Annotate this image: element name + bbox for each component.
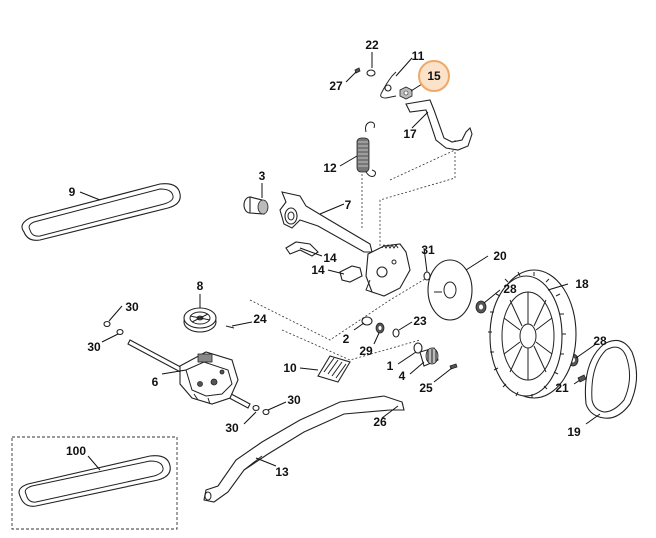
callout-6[interactable]: 6 <box>152 375 159 389</box>
plate-10[interactable] <box>317 355 351 383</box>
callout-18[interactable]: 18 <box>575 277 589 291</box>
callout-26[interactable]: 26 <box>373 415 387 429</box>
callout-28-right[interactable]: 28 <box>593 334 607 348</box>
key-24[interactable] <box>225 325 235 329</box>
washer-30-b[interactable] <box>116 328 124 336</box>
callout-25[interactable]: 25 <box>419 381 433 395</box>
washer-23[interactable] <box>392 328 400 338</box>
bearing-28-left[interactable] <box>475 300 487 314</box>
drive-belt-9[interactable] <box>21 183 181 241</box>
callout-27[interactable]: 27 <box>329 79 343 93</box>
callout-12[interactable]: 12 <box>323 161 337 175</box>
callout-19[interactable]: 19 <box>567 425 581 439</box>
callout-23[interactable]: 23 <box>413 314 427 328</box>
callout-8[interactable]: 8 <box>197 279 204 293</box>
pulley-8[interactable] <box>183 307 217 333</box>
washer-30-a[interactable] <box>103 320 111 328</box>
callout-labels: 22 11 27 15 17 12 3 7 9 14 14 31 20 28 1… <box>66 38 607 479</box>
washer-30-c[interactable] <box>252 404 260 412</box>
washer-30-d[interactable] <box>262 408 270 416</box>
bushing-2[interactable] <box>361 316 373 326</box>
callout-1[interactable]: 1 <box>387 359 394 373</box>
leader-lines <box>79 52 601 471</box>
callout-29[interactable]: 29 <box>359 344 373 358</box>
callout-13[interactable]: 13 <box>275 465 289 479</box>
washer-22[interactable] <box>366 69 376 77</box>
callout-100[interactable]: 100 <box>66 444 86 458</box>
callout-14-upper[interactable]: 14 <box>323 251 337 265</box>
callout-21[interactable]: 21 <box>555 381 569 395</box>
shift-lever-7[interactable] <box>279 191 373 253</box>
callout-11[interactable]: 11 <box>412 49 425 63</box>
callout-10[interactable]: 10 <box>283 361 297 375</box>
callout-7[interactable]: 7 <box>345 198 352 212</box>
hub-disc-20[interactable] <box>427 259 473 321</box>
callout-2[interactable]: 2 <box>343 332 350 346</box>
bushing-3[interactable] <box>243 196 269 215</box>
callout-31[interactable]: 31 <box>421 243 435 257</box>
callout-30-c[interactable]: 30 <box>287 393 301 407</box>
callout-22[interactable]: 22 <box>365 38 379 52</box>
callout-24[interactable]: 24 <box>253 312 267 326</box>
wheel-cover-19[interactable] <box>584 339 638 419</box>
callout-9[interactable]: 9 <box>69 185 76 199</box>
callout-15[interactable]: 15 <box>427 69 441 83</box>
callout-30-a[interactable]: 30 <box>125 300 139 314</box>
callout-17[interactable]: 17 <box>403 127 417 141</box>
control-rod-17[interactable] <box>405 99 473 151</box>
callout-3[interactable]: 3 <box>259 169 266 183</box>
clip-14-lower[interactable] <box>339 265 363 283</box>
pinion-1[interactable] <box>413 342 423 354</box>
callout-4[interactable]: 4 <box>399 369 406 383</box>
spring-clip-11[interactable] <box>380 71 397 99</box>
washer-29[interactable] <box>375 322 385 334</box>
transmission-6[interactable] <box>127 339 251 409</box>
callout-14-lower[interactable]: 14 <box>311 263 325 277</box>
gear-bushing-4[interactable] <box>419 347 439 367</box>
assembly-guide-lines <box>249 140 456 361</box>
callout-28-left[interactable]: 28 <box>503 282 517 296</box>
callout-30-d[interactable]: 30 <box>225 421 239 435</box>
nut-15[interactable] <box>399 86 413 100</box>
handle-tube-13[interactable] <box>203 395 405 503</box>
highlight-circle-15 <box>418 60 450 92</box>
callout-20[interactable]: 20 <box>493 249 507 263</box>
rear-wheel-18[interactable] <box>488 269 577 399</box>
callout-30-b[interactable]: 30 <box>87 340 101 354</box>
belt-kit-100[interactable] <box>11 436 178 530</box>
tension-spring-12[interactable] <box>356 121 377 177</box>
gear-sector-plate[interactable] <box>365 243 411 297</box>
